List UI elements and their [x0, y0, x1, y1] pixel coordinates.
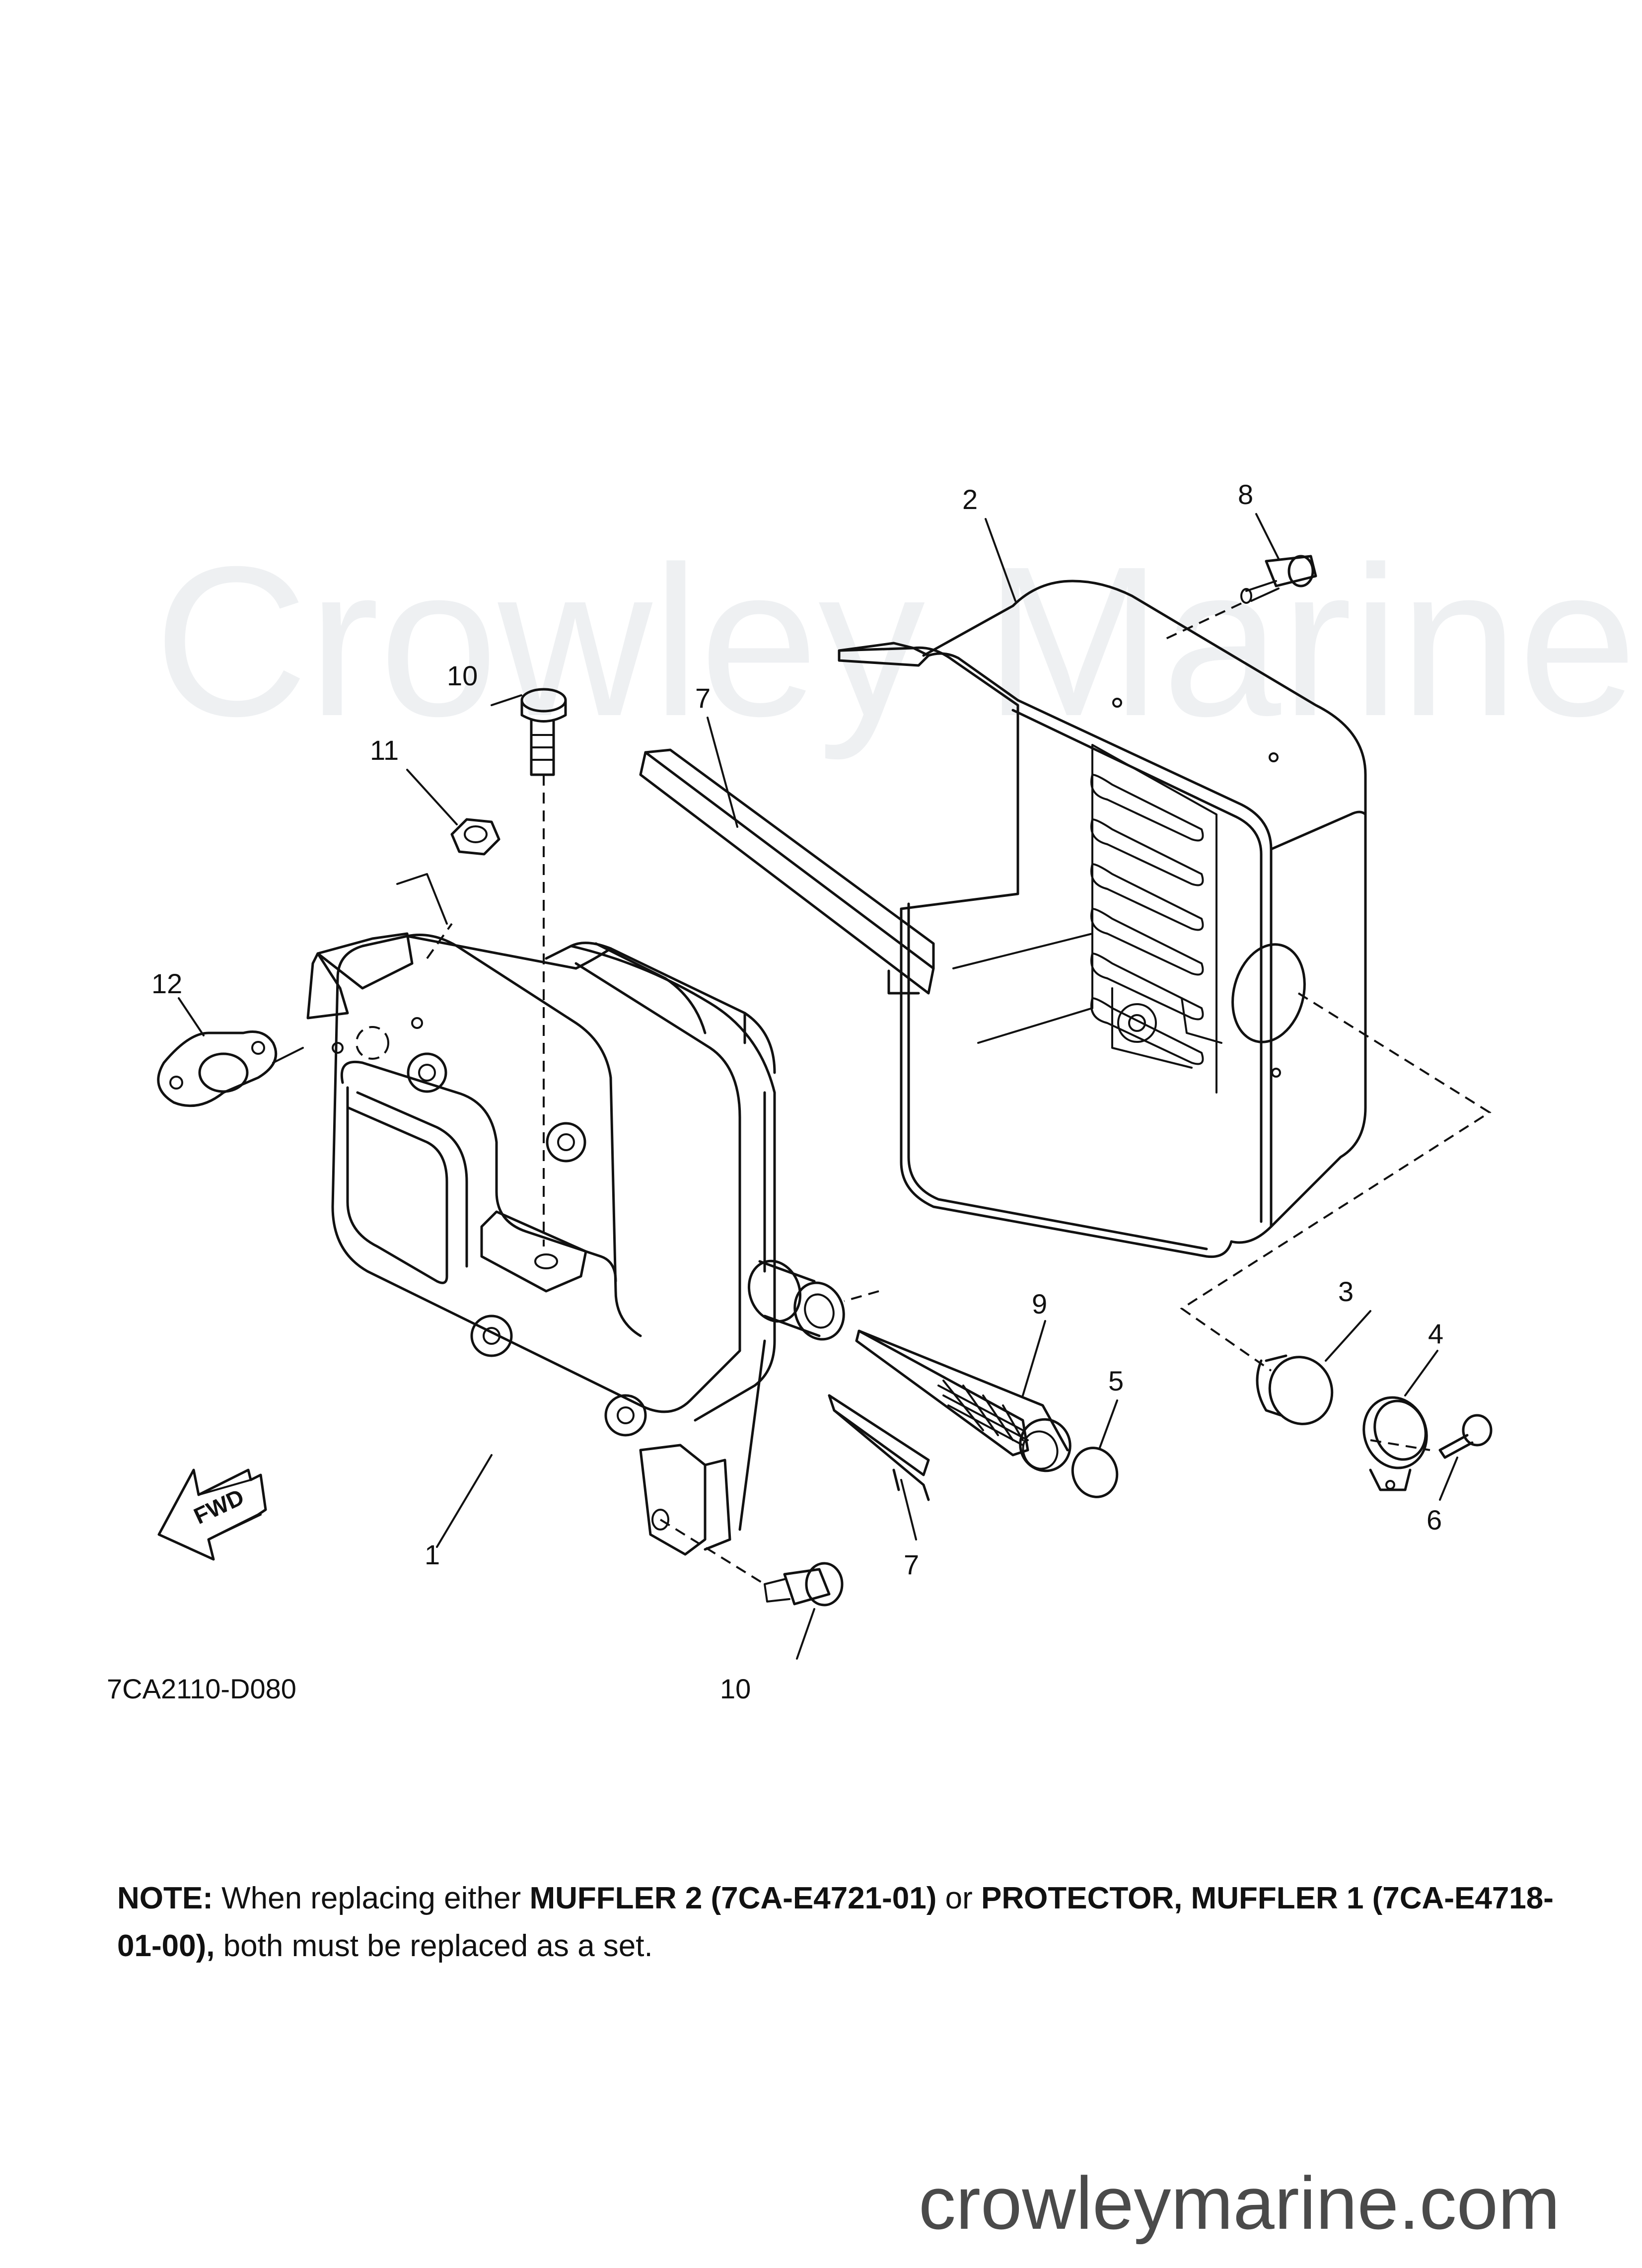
part-3-grommet: [1256, 1354, 1334, 1425]
callout-7-top: 7: [695, 682, 711, 714]
part-10-bolt-top: [520, 688, 567, 776]
part-12-gasket: [157, 1030, 278, 1107]
callout-8: 8: [1238, 479, 1253, 510]
note-part-protector: PROTECTOR, MUFFLER 1 (7CA-E4718-01-00),: [117, 1881, 1554, 1963]
callout-10-top: 10: [447, 660, 478, 691]
part-9-screen: [855, 1329, 1071, 1472]
callout-numbers: 2 8 7 10 11 12 3 9 4 5 6 7 1 10: [151, 479, 1443, 1704]
site-watermark: crowleymarine.com: [919, 2161, 1560, 2245]
callout-12: 12: [151, 968, 182, 999]
part-10-bolt-bottom: [764, 1562, 844, 1607]
part-11-nut: [450, 818, 500, 856]
callout-4: 4: [1428, 1318, 1443, 1349]
callout-2: 2: [962, 484, 978, 515]
callout-9: 9: [1032, 1288, 1047, 1319]
fwd-arrow-icon: FWD: [157, 1468, 267, 1561]
part-8-bolt: [1240, 555, 1317, 604]
replacement-note: NOTE: When replacing either MUFFLER 2 (7…: [117, 1875, 1557, 1970]
diagram-code: 7CA2110-D080: [107, 1673, 296, 1704]
note-part-muffler: MUFFLER 2 (7CA-E4721-01): [529, 1881, 937, 1915]
part-7-strips: [639, 748, 935, 1501]
note-text-3: both must be replaced as a set.: [214, 1929, 653, 1963]
callout-11: 11: [370, 734, 399, 766]
note-text-2: or: [936, 1881, 981, 1915]
callout-1: 1: [425, 1539, 440, 1570]
watermark-text: Crowley Marine: [154, 522, 1637, 762]
part-2-protector: [838, 580, 1367, 1258]
note-label: NOTE:: [117, 1881, 213, 1915]
callout-5: 5: [1108, 1365, 1124, 1396]
part-6-screw: [1438, 1414, 1493, 1459]
callout-10-bottom: 10: [720, 1673, 751, 1704]
part-1-muffler: [306, 932, 845, 1556]
note-text-1: When replacing either: [213, 1881, 530, 1915]
part-4-clamp: [1362, 1396, 1428, 1491]
callout-3: 3: [1338, 1276, 1354, 1307]
part-5-cap: [1071, 1447, 1119, 1498]
leader-lines: [178, 513, 1492, 1660]
callout-6: 6: [1427, 1504, 1442, 1536]
callout-7-bottom: 7: [904, 1549, 919, 1580]
